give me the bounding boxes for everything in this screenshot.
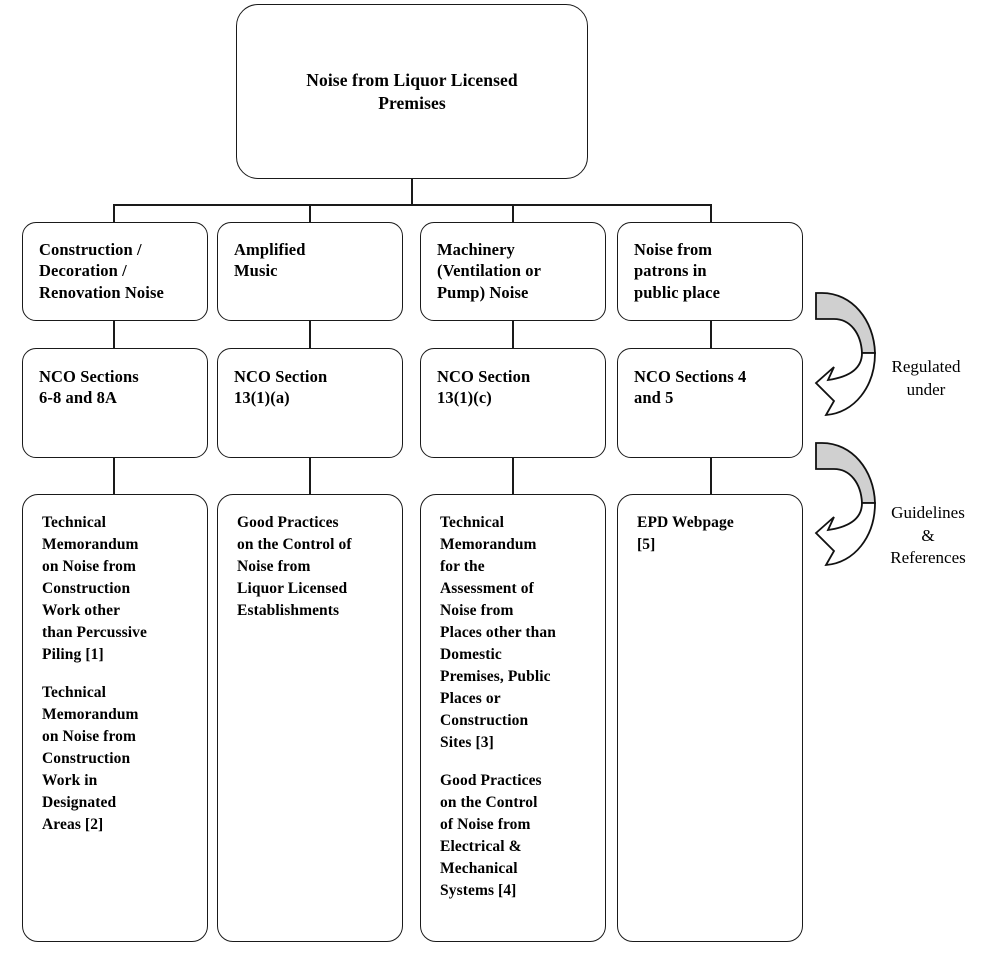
regulation-label-nco-13-1-a: NCO Section 13(1)(a) <box>234 367 328 408</box>
connector-law-ref-4 <box>710 458 712 495</box>
connector-cat-law-4 <box>710 321 712 348</box>
reference-node-construction: Technical Memorandum on Noise from Const… <box>22 494 208 942</box>
root-node-noise-from-liquor-licensed-premises: Noise from Liquor Licensed Premises <box>236 4 588 179</box>
connector-root-stem <box>411 179 413 205</box>
root-node-label: Noise from Liquor Licensed Premises <box>306 69 518 113</box>
reference-node-patrons: EPD Webpage [5] <box>617 494 803 942</box>
side-label-regulated-under: Regulated under <box>876 334 976 401</box>
category-label-patrons: Noise from patrons in public place <box>634 240 721 302</box>
reference-paragraph: Good Practices on the Control of Noise f… <box>237 514 352 619</box>
connector-law-ref-3 <box>512 458 514 495</box>
curved-arrow-regulated-under-icon <box>814 292 876 417</box>
category-label-amplified-music: Amplified Music <box>234 240 306 281</box>
connector-bus-drop-2 <box>309 204 311 223</box>
connector-root-bus <box>113 204 711 206</box>
regulation-node-nco-13-1-c: NCO Section 13(1)(c) <box>420 348 606 458</box>
side-label-text: Regulated under <box>891 357 961 399</box>
connector-bus-drop-3 <box>512 204 514 223</box>
connector-bus-drop-1 <box>113 204 115 223</box>
reference-node-machinery: Technical Memorandum for the Assessment … <box>420 494 606 942</box>
regulation-label-nco-6-8-8a: NCO Sections 6-8 and 8A <box>39 367 139 408</box>
reference-paragraph: EPD Webpage [5] <box>637 514 734 553</box>
category-node-patrons: Noise from patrons in public place <box>617 222 803 321</box>
category-node-amplified-music: Amplified Music <box>217 222 403 321</box>
category-label-machinery: Machinery (Ventilation or Pump) Noise <box>437 240 542 302</box>
connector-cat-law-3 <box>512 321 514 348</box>
reference-paragraph: Technical Memorandum for the Assessment … <box>440 514 556 751</box>
category-label-construction: Construction / Decoration / Renovation N… <box>39 240 164 302</box>
reference-node-amplified-music: Good Practices on the Control of Noise f… <box>217 494 403 942</box>
category-node-machinery: Machinery (Ventilation or Pump) Noise <box>420 222 606 321</box>
side-label-guidelines-references: Guidelines & References <box>876 480 980 570</box>
category-node-construction: Construction / Decoration / Renovation N… <box>22 222 208 321</box>
reference-paragraph: Technical Memorandum on Noise from Const… <box>42 514 147 663</box>
curved-arrow-guidelines-references-icon <box>814 442 876 567</box>
regulation-node-nco-4-5: NCO Sections 4 and 5 <box>617 348 803 458</box>
regulation-label-nco-13-1-c: NCO Section 13(1)(c) <box>437 367 531 408</box>
side-label-text: Guidelines & References <box>890 503 966 568</box>
connector-cat-law-2 <box>309 321 311 348</box>
regulation-node-nco-13-1-a: NCO Section 13(1)(a) <box>217 348 403 458</box>
regulation-label-nco-4-5: NCO Sections 4 and 5 <box>634 367 747 408</box>
reference-paragraph: Technical Memorandum on Noise from Const… <box>42 684 139 834</box>
connector-cat-law-1 <box>113 321 115 348</box>
regulation-node-nco-6-8-8a: NCO Sections 6-8 and 8A <box>22 348 208 458</box>
reference-paragraph: Good Practices on the Control of Noise f… <box>440 772 542 900</box>
connector-law-ref-2 <box>309 458 311 495</box>
connector-law-ref-1 <box>113 458 115 495</box>
connector-bus-drop-4 <box>710 204 712 223</box>
